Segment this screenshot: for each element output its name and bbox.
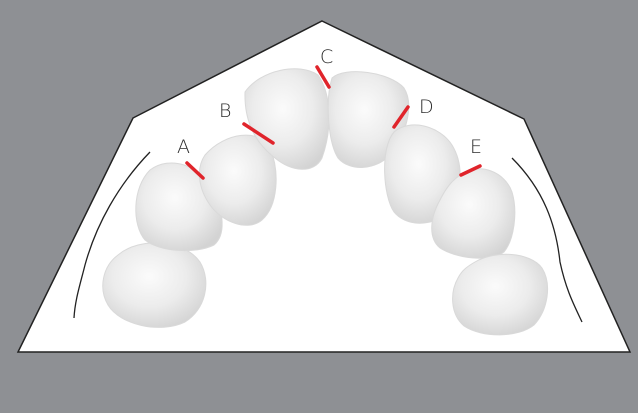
contact-marks <box>185 65 482 180</box>
contact-label-e: E <box>470 136 482 158</box>
gum-line-left <box>73 151 151 319</box>
gum-line-right <box>511 157 583 323</box>
teeth-group <box>102 68 548 336</box>
contact-labels: A B C D E <box>177 46 482 158</box>
tooth-left-molar <box>102 242 207 328</box>
contact-label-c: C <box>320 46 333 68</box>
tooth-left-canine <box>198 134 277 226</box>
tooth-right-premolar <box>431 168 516 259</box>
contact-mark-e <box>459 164 482 177</box>
tooth-right-molar <box>452 253 548 336</box>
contact-mark-a <box>185 161 205 180</box>
contact-label-d: D <box>419 96 434 118</box>
contact-mark-b <box>242 122 275 145</box>
tooth-left-lateral-incisor <box>244 68 330 170</box>
contact-mark-d <box>392 105 410 129</box>
contact-label-b: B <box>219 100 231 122</box>
contact-mark-c <box>315 65 331 89</box>
contact-label-a: A <box>177 136 190 158</box>
